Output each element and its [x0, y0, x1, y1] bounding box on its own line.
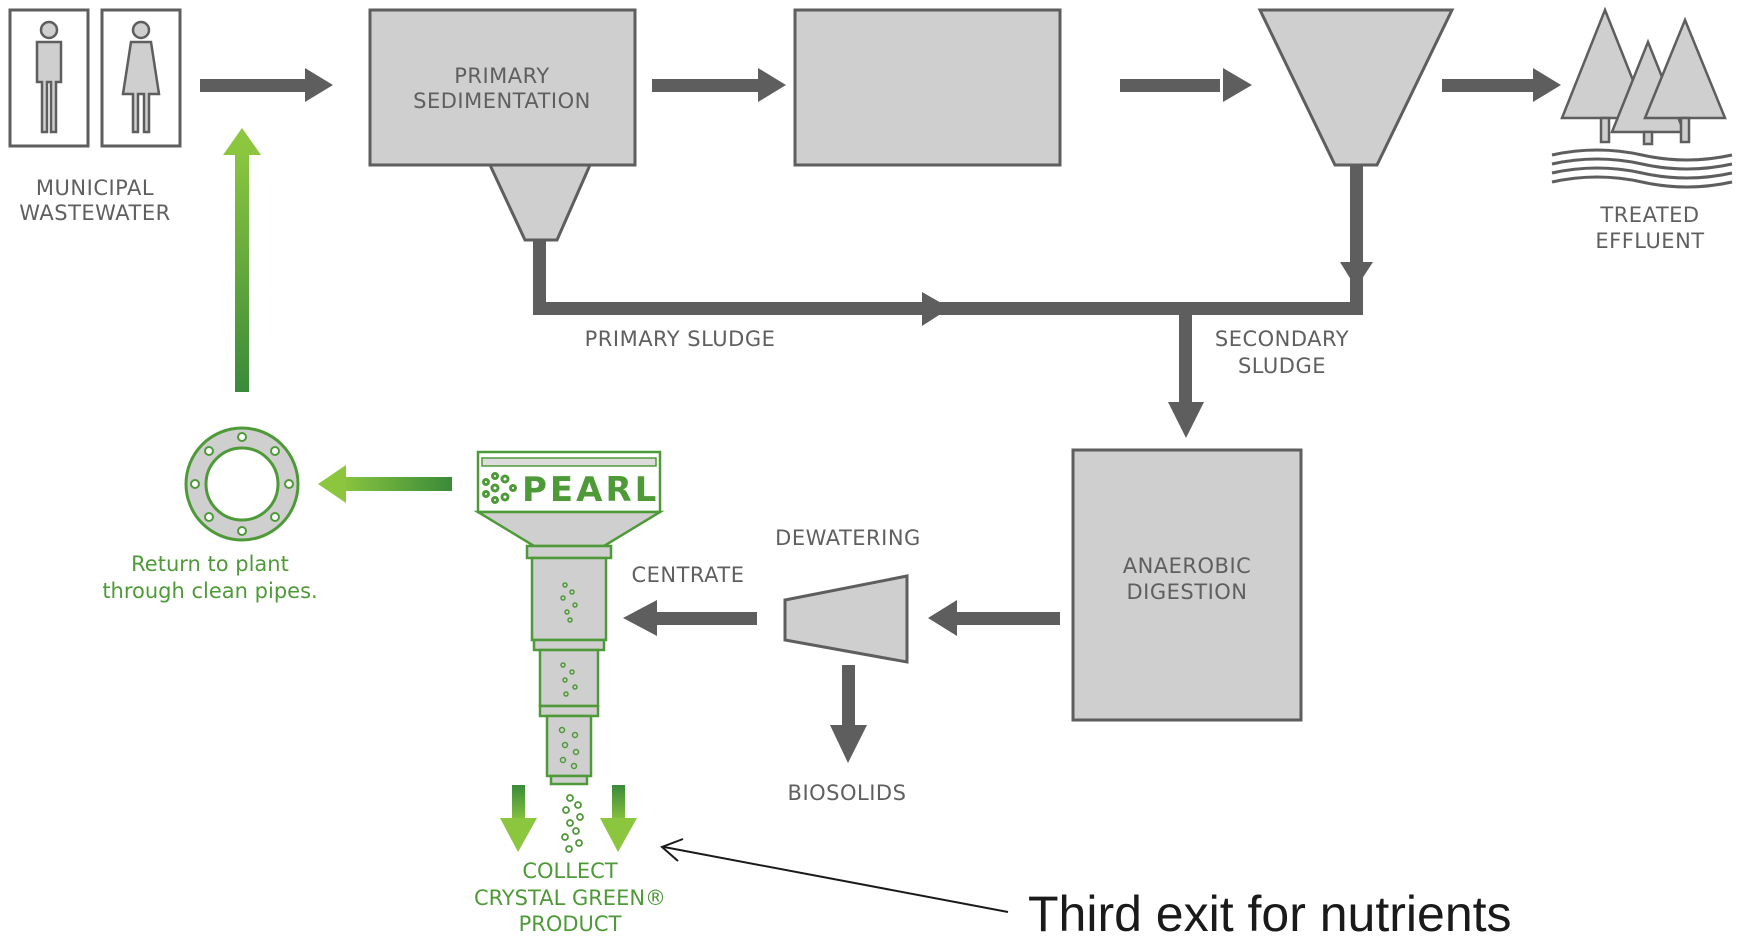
- pearl-brand-label: PEARL: [522, 470, 659, 510]
- dewatering-label: DEWATERING: [775, 526, 921, 550]
- primary-sludge-label: PRIMARY SLUDGE: [585, 327, 776, 351]
- primary-sedimentation-label-line2: SEDIMENTATION: [413, 89, 591, 113]
- treated-label-line1: TREATED: [1599, 203, 1699, 227]
- treated-label-line2: EFFLUENT: [1595, 229, 1704, 253]
- flow-arrow-to-clarifier: [1120, 68, 1252, 102]
- flow-arrow-to-effluent: [1442, 68, 1561, 102]
- secondary-sludge-arrow: [1340, 262, 1373, 288]
- flow-arrow-biosolids: [830, 665, 867, 763]
- dewatering-unit: DEWATERING: [775, 526, 921, 664]
- anaerobic-label-line2: DIGESTION: [1127, 580, 1248, 604]
- pearl-logo-icon: [482, 472, 517, 504]
- municipal-label-line2: WASTEWATER: [19, 201, 170, 225]
- collect-label-line3: PRODUCT: [519, 912, 622, 936]
- primary-sedimentation-label-line1: PRIMARY: [454, 64, 550, 88]
- flow-arrow-return-to-plant: [223, 128, 261, 392]
- biosolids-label: BIOSOLIDS: [788, 781, 907, 805]
- aeration-basin: [793, 8, 1062, 167]
- return-label-line2: through clean pipes.: [102, 579, 317, 603]
- anaerobic-label-line1: ANAEROBIC: [1123, 554, 1252, 578]
- flow-arrow-to-dewatering: [928, 600, 1060, 636]
- water-waves-icon: [1551, 148, 1733, 189]
- crystal-pellets-icon: [561, 794, 584, 853]
- flow-arrow-to-aeration: [652, 68, 786, 102]
- annotation-text: Third exit for nutrients: [1028, 886, 1512, 936]
- digestion-feed-arrow: [1168, 402, 1204, 438]
- return-label-line1: Return to plant: [131, 552, 289, 576]
- anaerobic-digester: ANAEROBIC DIGESTION: [1071, 448, 1303, 722]
- flow-arrow-to-return-pipe: [318, 465, 452, 503]
- trees-icon: [1560, 6, 1727, 146]
- secondary-sludge-label-line1: SECONDARY: [1215, 327, 1349, 351]
- collect-label-line2: CRYSTAL GREEN®: [474, 886, 666, 910]
- secondary-sludge-label-line2: SLUDGE: [1238, 354, 1326, 378]
- man-icon: [35, 20, 63, 134]
- sludge-pipes: [533, 165, 1373, 438]
- crystal-pellets-in-reactor: [558, 582, 580, 770]
- flow-arrow-centrate: [623, 600, 757, 636]
- collect-product-arrows: [500, 785, 637, 852]
- annotation-pointer: [660, 838, 1009, 913]
- primary-sludge-arrow: [922, 292, 950, 326]
- pearl-reactor-icon: PEARL: [473, 450, 665, 786]
- centrate-label: CENTRATE: [631, 563, 744, 587]
- pipe-flange-icon: [184, 426, 300, 542]
- primary-sedimentation-tank: PRIMARY SEDIMENTATION: [368, 8, 637, 242]
- flow-arrow-influent: [200, 68, 333, 102]
- municipal-label-line1: MUNICIPAL: [36, 176, 154, 200]
- collect-label-line1: COLLECT: [522, 859, 618, 883]
- municipal-wastewater-icons: MUNICIPAL WASTEWATER: [8, 8, 182, 225]
- woman-icon: [121, 20, 161, 134]
- secondary-clarifier: [1257, 8, 1455, 167]
- treated-effluent-icon: TREATED EFFLUENT: [1551, 6, 1733, 253]
